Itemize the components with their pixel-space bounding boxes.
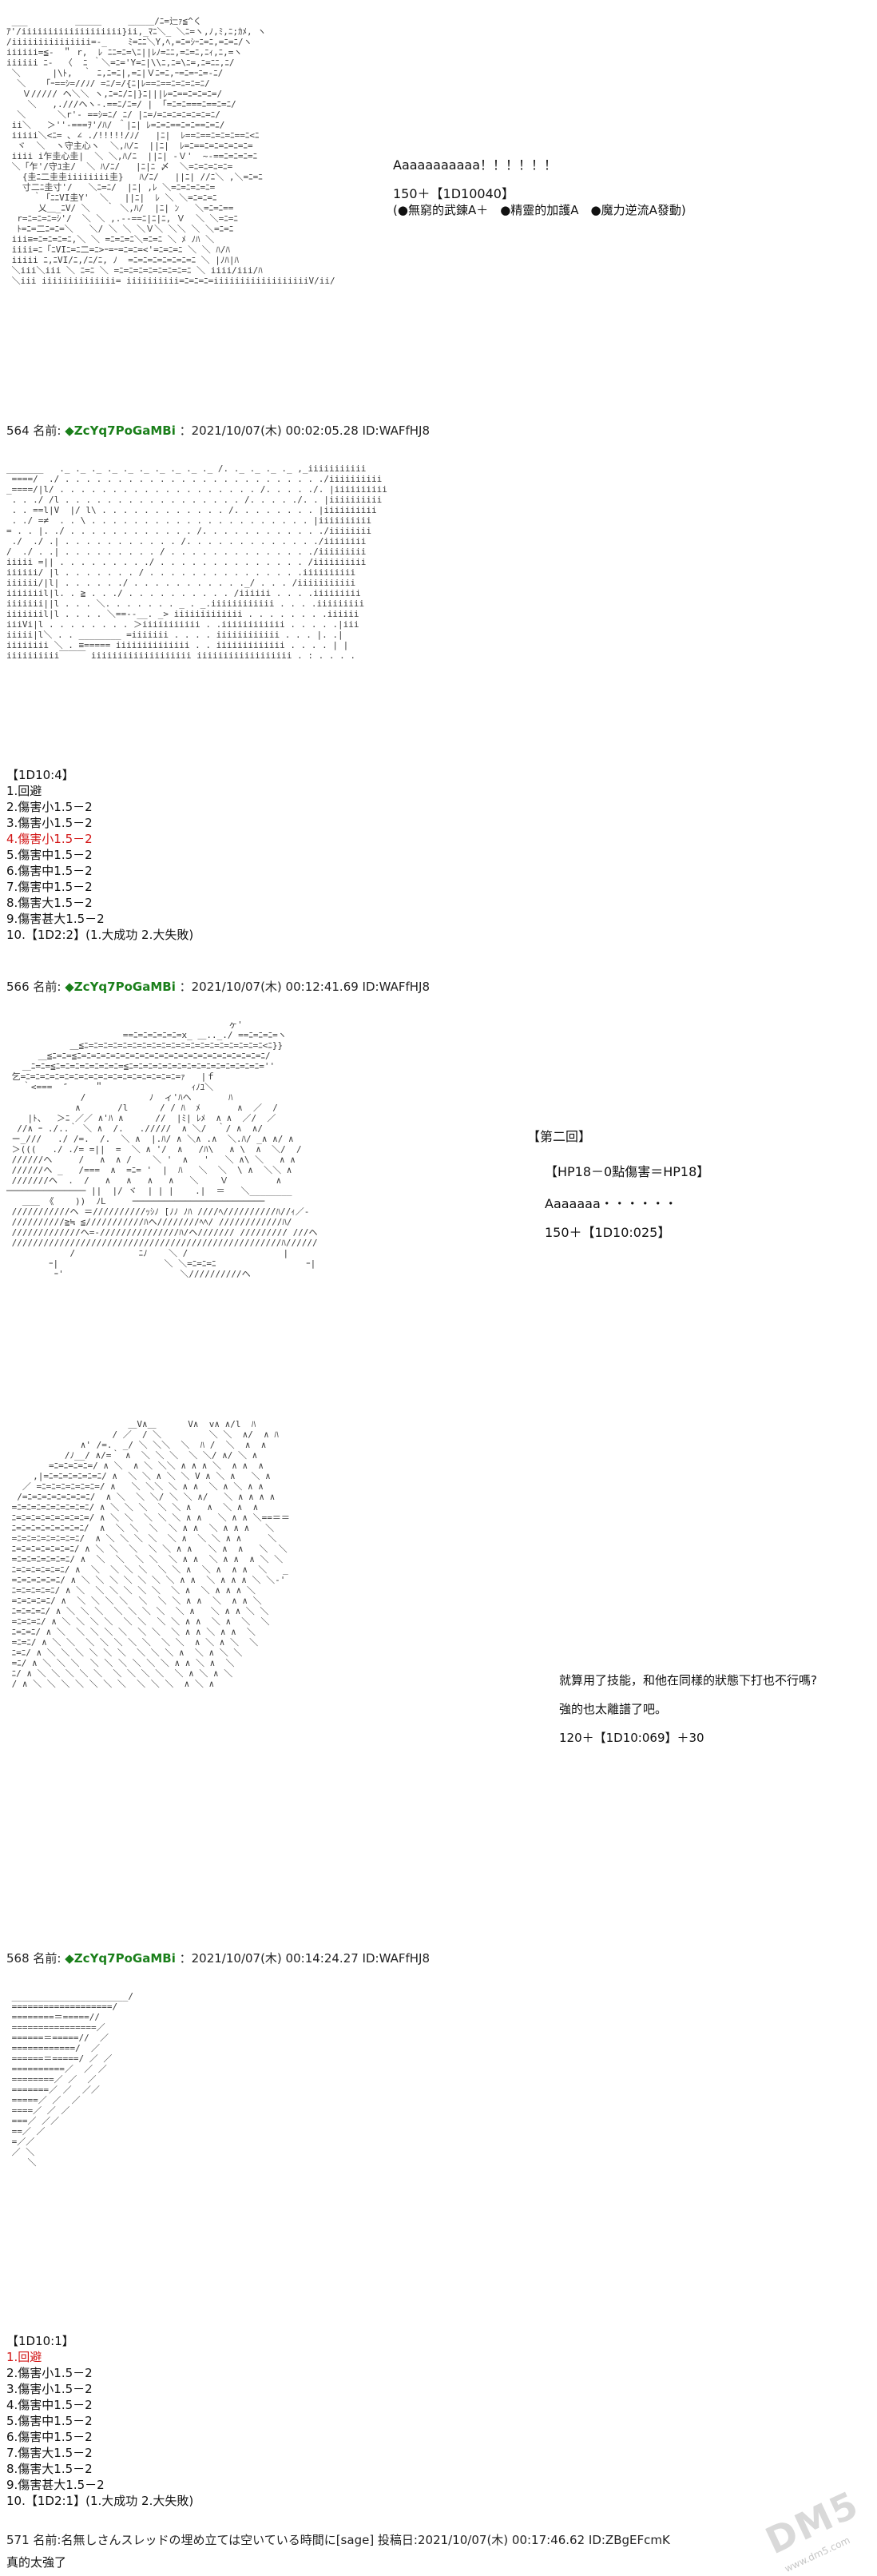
dice-table-568: 【1D10:1】 1.回避 2.傷害小1.5－2 3.傷害小1.5－2 4.傷害… bbox=[6, 2333, 193, 2509]
trip-code[interactable]: ◆ZcYq7PoGaMBi bbox=[65, 980, 176, 994]
dice-item-selected: 4.傷害小1.5－2 bbox=[6, 832, 93, 846]
dice-title: 【1D10:1】 bbox=[6, 2334, 74, 2348]
dice-item: 7.傷害大1.5－2 bbox=[6, 2446, 93, 2460]
dice-item: 1.回避 bbox=[6, 784, 42, 798]
dice-item: 9.傷害甚大1.5－2 bbox=[6, 2478, 105, 2492]
post-header-566: 566 名前: ◆ZcYq7PoGaMBi ：2021/10/07(木) 00:… bbox=[6, 980, 430, 994]
post566-text-7: 120＋【1D10:069】＋30 bbox=[559, 1731, 704, 1745]
post-header-568: 568 名前: ◆ZcYq7PoGaMBi ：2021/10/07(木) 00:… bbox=[6, 1951, 430, 1966]
dice-item: 2.傷害小1.5－2 bbox=[6, 2366, 93, 2380]
dice-item: 6.傷害中1.5－2 bbox=[6, 864, 93, 878]
dice-item: 10.【1D2:1】(1.大成功 2.大失敗) bbox=[6, 2494, 194, 2508]
post1-text-1: Aaaaaaaaaaa！！！！！！ bbox=[393, 157, 557, 173]
dice-item: 7.傷害中1.5－2 bbox=[6, 880, 93, 894]
post-header-571: 571 名前:名無しさんスレッドの埋め立ては空いている時間に[sage] 投稿日… bbox=[6, 2533, 670, 2547]
post566-text-6: 強的也太離譜了吧。 bbox=[559, 1702, 668, 1716]
ascii-art-1: ___ ＿＿＿ ＿＿＿/ﾆ=辷ｧ≦^く ｱ'/iiiiiiiiiiiiiiiii… bbox=[6, 16, 335, 286]
dice-item-selected: 1.回避 bbox=[6, 2350, 42, 2364]
post-header-564: 564 名前: ◆ZcYq7PoGaMBi ：2021/10/07(木) 00:… bbox=[6, 423, 430, 438]
ascii-art-5: ______________________/ ================… bbox=[11, 1991, 133, 2168]
post1-text-2: 150＋【1D10040】 bbox=[393, 186, 514, 201]
post571-body: 真的太強了 bbox=[6, 2555, 67, 2570]
dice-item: 9.傷害甚大1.5－2 bbox=[6, 912, 105, 926]
post566-text-2: 【HP18－0點傷害＝HP18】 bbox=[545, 1164, 710, 1179]
post566-text-3: Aaaaaaa・・・・・・ bbox=[545, 1196, 677, 1211]
dice-item: 8.傷害大1.5－2 bbox=[6, 2462, 93, 2476]
ascii-art-4: ＿V∧＿ V∧ v∧ ∧/l ﾊ / ／ / ＼ ＼ ＼ ∧/ ∧ ﾊ ∧' /… bbox=[11, 1419, 290, 1689]
post566-text-5: 就算用了技能，和他在同樣的狀態下打也不行嗎? bbox=[559, 1673, 817, 1688]
dice-item: 3.傷害小1.5－2 bbox=[6, 2382, 93, 2396]
post566-text-4: 150＋【1D10:025】 bbox=[545, 1225, 671, 1240]
ascii-art-3: ヶ' ==ﾆ=ﾆ=ﾆ=ﾆ=ﾆ=x_ ＿.._./ ==ﾆ=ﾆ=ﾆ=ヽ ＿≦ﾆ=ﾆ… bbox=[6, 1020, 318, 1279]
dice-item: 5.傷害中1.5－2 bbox=[6, 848, 93, 862]
dice-item: 3.傷害小1.5－2 bbox=[6, 816, 93, 830]
dice-table-564: 【1D10:4】 1.回避 2.傷害小1.5－2 3.傷害小1.5－2 4.傷害… bbox=[6, 767, 193, 943]
dice-item: 8.傷害大1.5－2 bbox=[6, 896, 93, 910]
dice-item: 5.傷害中1.5－2 bbox=[6, 2414, 93, 2428]
post566-text-1: 【第二回】 bbox=[527, 1129, 592, 1144]
trip-code[interactable]: ◆ZcYq7PoGaMBi bbox=[65, 423, 176, 438]
dice-title: 【1D10:4】 bbox=[6, 768, 74, 782]
dice-item: 4.傷害中1.5－2 bbox=[6, 2398, 93, 2412]
dice-item: 2.傷害小1.5－2 bbox=[6, 800, 93, 814]
ascii-art-2: _______ ._ ._ ._ ._ ._ ._ ._ ._ ._ ._ /.… bbox=[6, 463, 387, 661]
post1-text-3: (●無窮的武錬A＋ ●精靈的加護A ●魔力逆流A發動) bbox=[393, 203, 686, 217]
trip-code[interactable]: ◆ZcYq7PoGaMBi bbox=[65, 1951, 176, 1966]
dice-item: 10.【1D2:2】(1.大成功 2.大失敗) bbox=[6, 928, 194, 942]
dice-item: 6.傷害中1.5－2 bbox=[6, 2430, 93, 2444]
